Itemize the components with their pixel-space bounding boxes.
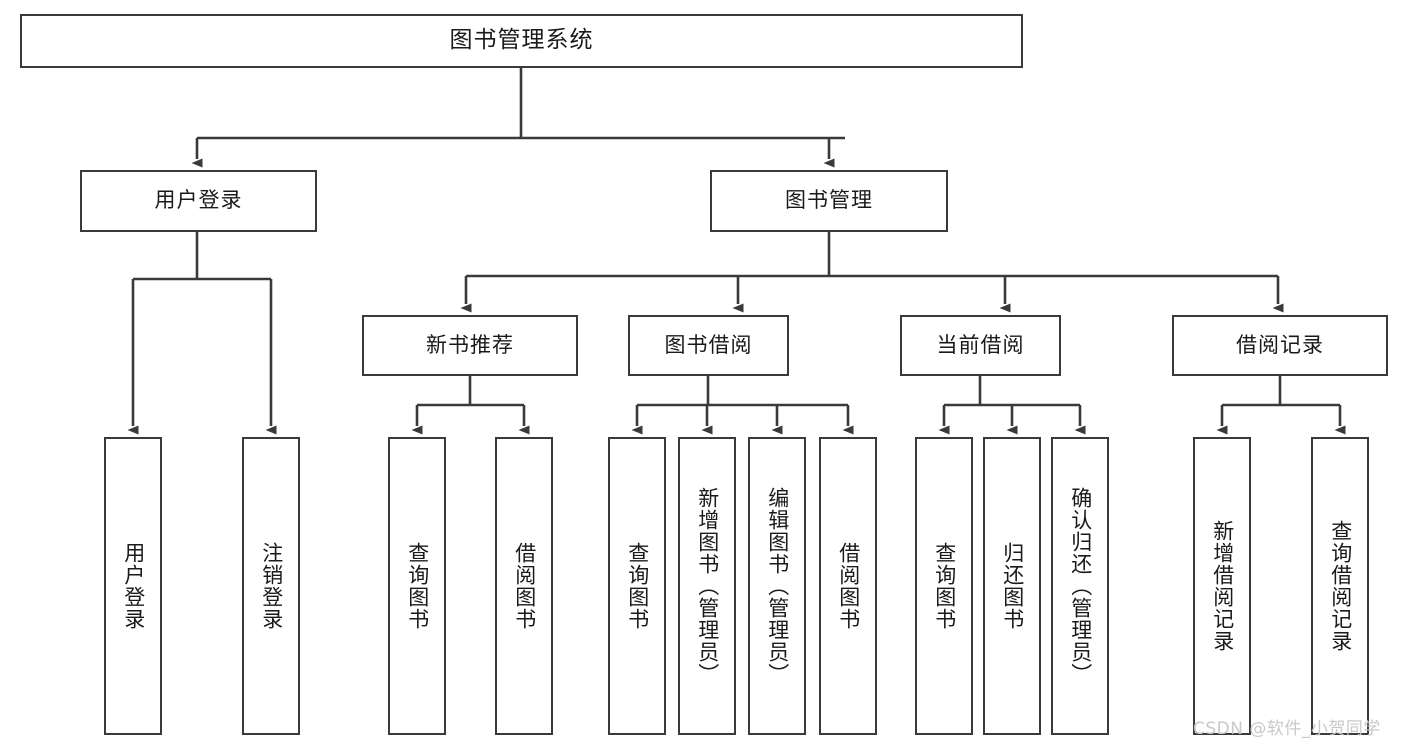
node-leaf-user-login[interactable]: 用户登录 xyxy=(104,437,162,735)
node-leaf-current-query-book[interactable]: 查询图书 xyxy=(915,437,973,735)
node-current-borrow[interactable]: 当前借阅 xyxy=(900,315,1061,376)
node-leaf-record-add[interactable]: 新增借阅记录 xyxy=(1193,437,1251,735)
node-leaf-logout-label: 注销登录 xyxy=(259,542,284,630)
node-root-label: 图书管理系统 xyxy=(449,27,594,54)
node-leaf-logout[interactable]: 注销登录 xyxy=(242,437,300,735)
node-leaf-record-query-label: 查询借阅记录 xyxy=(1328,520,1353,652)
node-leaf-borrow-edit-book-label: 编辑图书（管理员） xyxy=(765,487,790,685)
node-leaf-current-return-book-label: 归还图书 xyxy=(1000,542,1025,630)
node-leaf-borrow-add-book-label: 新增图书（管理员） xyxy=(695,487,720,685)
node-borrow-record-label: 借阅记录 xyxy=(1236,332,1324,357)
node-book-manage[interactable]: 图书管理 xyxy=(710,170,948,232)
node-book-manage-label: 图书管理 xyxy=(785,188,873,213)
node-new-book-recommend[interactable]: 新书推荐 xyxy=(362,315,578,376)
node-leaf-borrow-borrow-book[interactable]: 借阅图书 xyxy=(819,437,877,735)
node-leaf-borrow-add-book[interactable]: 新增图书（管理员） xyxy=(678,437,736,735)
node-root[interactable]: 图书管理系统 xyxy=(20,14,1023,68)
node-leaf-current-confirm-return-label: 确认归还（管理员） xyxy=(1068,487,1093,685)
node-book-borrow[interactable]: 图书借阅 xyxy=(628,315,789,376)
node-leaf-recommend-borrow-book[interactable]: 借阅图书 xyxy=(495,437,553,735)
node-leaf-user-login-label: 用户登录 xyxy=(121,542,146,630)
node-leaf-borrow-query-book-label: 查询图书 xyxy=(625,542,650,630)
node-leaf-borrow-borrow-book-label: 借阅图书 xyxy=(836,542,861,630)
node-leaf-borrow-query-book[interactable]: 查询图书 xyxy=(608,437,666,735)
node-user-login-label: 用户登录 xyxy=(154,188,243,213)
node-leaf-record-add-label: 新增借阅记录 xyxy=(1210,520,1235,652)
node-leaf-current-query-book-label: 查询图书 xyxy=(932,542,957,630)
node-book-borrow-label: 图书借阅 xyxy=(664,332,753,357)
node-user-login[interactable]: 用户登录 xyxy=(80,170,317,232)
node-borrow-record[interactable]: 借阅记录 xyxy=(1172,315,1388,376)
node-leaf-current-confirm-return[interactable]: 确认归还（管理员） xyxy=(1051,437,1109,735)
node-leaf-recommend-borrow-book-label: 借阅图书 xyxy=(512,542,537,630)
node-leaf-borrow-edit-book[interactable]: 编辑图书（管理员） xyxy=(748,437,806,735)
node-new-book-recommend-label: 新书推荐 xyxy=(426,332,514,357)
node-leaf-recommend-query-book[interactable]: 查询图书 xyxy=(388,437,446,735)
node-leaf-recommend-query-book-label: 查询图书 xyxy=(405,542,430,630)
node-current-borrow-label: 当前借阅 xyxy=(936,332,1025,357)
node-leaf-current-return-book[interactable]: 归还图书 xyxy=(983,437,1041,735)
node-leaf-record-query[interactable]: 查询借阅记录 xyxy=(1311,437,1369,735)
